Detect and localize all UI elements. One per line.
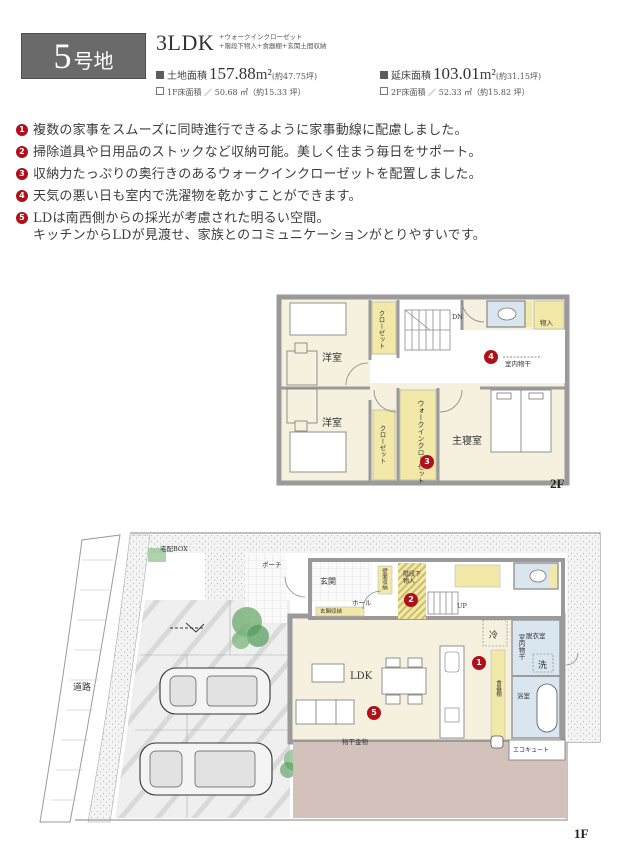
- empty-square-icon: [380, 87, 388, 95]
- under-stair-storage-label: 階段下物入: [403, 571, 422, 585]
- storage-label: 物入: [540, 319, 553, 327]
- delivery-box-label: 宅配BOX: [160, 545, 188, 553]
- land-area-unit: m²: [255, 67, 272, 83]
- pantry-label: 食器棚: [495, 680, 501, 697]
- feature-text: LDは南西側からの採光が考慮された明るい空間。 キッチンからLDが見渡せ、家族と…: [33, 211, 486, 243]
- floor2-area-text: 2F床面積 ／ 52.33 ㎡（約15.82 坪）: [391, 88, 530, 97]
- room-western-2: 洋室: [322, 418, 342, 429]
- number-badge: 4: [16, 190, 28, 202]
- room-hall: ホール: [352, 599, 372, 607]
- marker-2: 2: [404, 593, 418, 607]
- marker-3: 3: [420, 455, 434, 469]
- total-floor-area-value: 103.01: [433, 64, 480, 83]
- fridge-label: 冷: [489, 631, 499, 641]
- total-floor-area-label: 延床面積: [391, 71, 431, 82]
- walk-in-closet-label: ウォークインクローゼット: [417, 400, 425, 484]
- feature-item: 3 収納力たっぷりの奥行きのあるウォークインクローゼットを配置しました。: [16, 166, 616, 183]
- floor1-area: 1F床面積 ／ 50.68 ㎡（約15.33 坪）: [156, 87, 306, 98]
- plan-extras-line1: +ウォークインクローゼット: [219, 33, 303, 41]
- dressing-room-label: 脱衣室: [526, 632, 546, 640]
- number-badge: 2: [16, 146, 28, 158]
- total-floor-area-tsubo: (約31.15坪): [495, 72, 542, 81]
- plan-extras-line2: +階段下物入+食器棚+玄関土間収納: [219, 42, 327, 50]
- lot-number-badge: 5 号地: [21, 33, 146, 79]
- lot-suffix: 号地: [73, 48, 114, 73]
- feature-text: 掃除道具や日用品のストックなど収納可能。美しく住まう毎日をサポート。: [33, 145, 482, 160]
- room-master-bedroom: 主寝室: [452, 436, 482, 447]
- bathroom-label: 浴室: [517, 692, 530, 700]
- stairs-dn-label: DN: [452, 313, 463, 321]
- feature-item: 5 LDは南西側からの採光が考慮された明るい空間。 キッチンからLDが見渡せ、家…: [16, 210, 616, 244]
- feature-item: 4 天気の悪い日も室内で洗濯物を乾かすことができます。: [16, 188, 616, 205]
- plan-extras: +ウォークインクローゼット +階段下物入+食器棚+玄関土間収納: [219, 33, 326, 51]
- indoor-drying-1f-label: 室内物干: [517, 634, 525, 660]
- ecocute-label: エコキュート: [513, 747, 550, 754]
- feature-list: 1 複数の家事をスムーズに同時進行できるように家事動線に配慮しました。 2 掃除…: [16, 122, 616, 249]
- total-floor-area: 延床面積 103.01 m² (約31.15坪): [380, 64, 541, 84]
- feature-text: 天気の悪い日も室内で洗濯物を乾かすことができます。: [33, 189, 362, 204]
- land-area: 土地面積 157.88 m² (約47.75坪): [156, 64, 317, 84]
- closet-label-1: クローゼット: [377, 310, 385, 349]
- room-western-1: 洋室: [322, 353, 342, 364]
- land-area-label: 土地面積: [167, 71, 207, 82]
- marker-1: 1: [472, 656, 486, 670]
- number-badge: 5: [16, 212, 28, 224]
- floor-label-1f: 1F: [574, 826, 589, 841]
- room-entrance: 玄関: [320, 577, 336, 586]
- feature-text: 収納力たっぷりの奥行きのあるウォークインクローゼットを配置しました。: [33, 167, 482, 182]
- floor-label-2f: 2F: [550, 476, 565, 491]
- total-floor-area-unit: m²: [479, 67, 496, 83]
- land-area-value: 157.88: [209, 64, 256, 83]
- feature-item: 2 掃除道具や日用品のストックなど収納可能。美しく住まう毎日をサポート。: [16, 144, 616, 161]
- porch-label: ポーチ: [262, 561, 282, 569]
- land-area-tsubo: (約47.75坪): [271, 72, 318, 81]
- plan-type: 3LDK: [156, 30, 215, 55]
- feature-item: 1 複数の家事をスムーズに同時進行できるように家事動線に配慮しました。: [16, 122, 616, 139]
- road-label: 道路: [73, 683, 92, 693]
- entrance-storage-label: 玄関収納: [320, 609, 343, 615]
- number-badge: 1: [16, 124, 28, 136]
- room-ldk: LDK: [350, 671, 373, 682]
- marker-4: 4: [484, 350, 498, 364]
- indoor-drying-label: 室内物干: [505, 360, 531, 368]
- floor1-area-text: 1F床面積 ／ 50.68 ㎡（約15.33 坪）: [167, 88, 306, 97]
- feature-text: 複数の家事をスムーズに同時進行できるように家事動線に配慮しました。: [33, 123, 468, 138]
- stairs-up-label: UP: [457, 602, 467, 610]
- filled-square-icon: [380, 71, 388, 79]
- lot-number: 5: [53, 36, 72, 76]
- empty-square-icon: [156, 87, 164, 95]
- floor2-area: 2F床面積 ／ 52.33 ㎡（約15.82 坪）: [380, 87, 530, 98]
- marker-5: 5: [367, 706, 381, 720]
- shoe-storage-label: 壁面収納: [381, 568, 387, 590]
- filled-square-icon: [156, 71, 164, 79]
- drying-hardware-label: 物干金物: [342, 738, 368, 746]
- closet-label-2: クローゼット: [378, 425, 386, 464]
- washer-label: 洗: [538, 661, 548, 671]
- number-badge: 3: [16, 168, 28, 180]
